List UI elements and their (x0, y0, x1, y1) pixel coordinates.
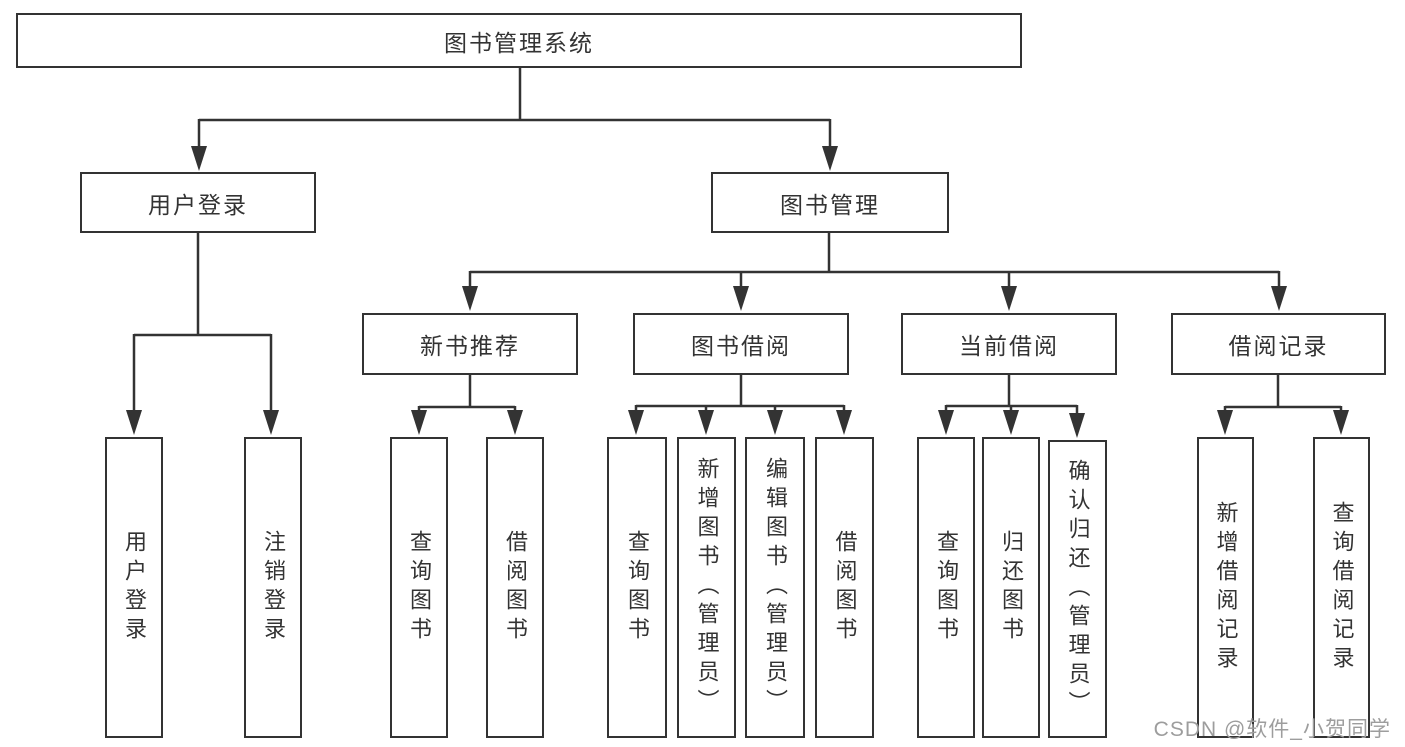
connector-user-login-branch (126, 233, 279, 435)
leaf-borrow-query-books-label: 查询图书 (625, 529, 650, 646)
leaf-borrow-query-books: 查询图书 (607, 437, 667, 738)
leaf-edit-books-admin-label: 编辑图书（管理员） (763, 457, 788, 718)
leaf-logout: 注销登录 (244, 437, 302, 738)
leaf-recommend-query-books: 查询图书 (390, 437, 448, 738)
leaf-borrow-books: 借阅图书 (815, 437, 874, 738)
node-book-borrow: 图书借阅 (633, 313, 849, 375)
node-new-book-recommend-label: 新书推荐 (420, 333, 520, 359)
leaf-return-books: 归还图书 (982, 437, 1040, 738)
node-root-label: 图书管理系统 (444, 29, 594, 56)
node-current-borrow-label: 当前借阅 (959, 333, 1059, 359)
leaf-confirm-return-admin-label: 确认归还（管理员） (1065, 458, 1091, 720)
csdn-watermark: CSDN @软件_小贺同学 (1153, 718, 1391, 741)
node-book-borrow-label: 图书借阅 (691, 333, 791, 359)
connector-root-branch (191, 68, 838, 171)
connector-current-borrow-branch (938, 375, 1085, 438)
leaf-recommend-borrow-books-label: 借阅图书 (503, 529, 528, 646)
leaf-recommend-borrow-books: 借阅图书 (486, 437, 544, 738)
leaf-add-books-admin-label: 新增图书（管理员） (694, 457, 720, 718)
leaf-return-books-label: 归还图书 (999, 529, 1024, 646)
leaf-logout-label: 注销登录 (261, 529, 286, 646)
leaf-add-borrow-record-label: 新增借阅记录 (1213, 500, 1239, 675)
leaf-user-login: 用户登录 (105, 437, 163, 738)
leaf-confirm-return-admin: 确认归还（管理员） (1048, 440, 1107, 738)
leaf-user-login-label: 用户登录 (122, 529, 147, 646)
node-book-management-label: 图书管理 (780, 191, 880, 218)
node-borrow-record-label: 借阅记录 (1228, 333, 1329, 359)
connector-book-borrow-branch (628, 375, 852, 435)
leaf-recommend-query-books-label: 查询图书 (407, 529, 432, 646)
connector-new-book-recommend-branch (411, 375, 523, 435)
node-root: 图书管理系统 (16, 13, 1022, 68)
node-new-book-recommend: 新书推荐 (362, 313, 578, 375)
node-user-login-label: 用户登录 (148, 191, 248, 218)
node-user-login: 用户登录 (80, 172, 316, 233)
leaf-borrow-books-label: 借阅图书 (832, 529, 858, 646)
node-borrow-record: 借阅记录 (1171, 313, 1386, 375)
connector-book-management-branch (462, 233, 1287, 311)
leaf-current-query-books: 查询图书 (917, 437, 975, 738)
leaf-current-query-books-label: 查询图书 (934, 529, 959, 646)
leaf-edit-books-admin: 编辑图书（管理员） (745, 437, 805, 738)
leaf-add-borrow-record: 新增借阅记录 (1197, 437, 1254, 738)
connector-borrow-record-branch (1217, 375, 1349, 435)
node-book-management: 图书管理 (711, 172, 949, 233)
leaf-query-borrow-record: 查询借阅记录 (1313, 437, 1370, 738)
node-current-borrow: 当前借阅 (901, 313, 1117, 375)
leaf-query-borrow-record-label: 查询借阅记录 (1329, 500, 1355, 675)
leaf-add-books-admin: 新增图书（管理员） (677, 437, 736, 738)
